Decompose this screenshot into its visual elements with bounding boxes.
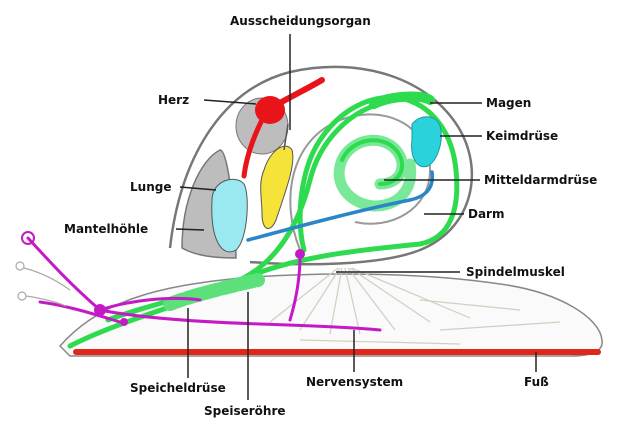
stomach	[374, 97, 430, 104]
aorta	[278, 80, 322, 104]
pedal-ganglion	[120, 318, 128, 326]
label-fuss: Fuß	[524, 375, 549, 389]
visceral-ganglion	[295, 249, 305, 259]
label-keimdruese: Keimdrüse	[486, 129, 558, 143]
tentacles	[16, 262, 70, 306]
gonad	[412, 117, 442, 167]
label-lunge: Lunge	[130, 180, 171, 194]
label-mantelhoehle: Mantelhöhle	[64, 222, 148, 236]
lung	[212, 179, 247, 252]
label-speiseroehre: Speiseröhre	[204, 404, 286, 418]
label-herz: Herz	[158, 93, 189, 107]
label-mitteldarmdruese: Mitteldarmdrüse	[484, 173, 597, 187]
label-magen: Magen	[486, 96, 531, 110]
label-speicheldruese: Speicheldrüse	[130, 381, 226, 395]
cerebral-ganglion	[94, 304, 106, 316]
label-spindelmuskel: Spindelmuskel	[466, 265, 565, 279]
excretory-organ	[261, 146, 293, 228]
label-nervensystem: Nervensystem	[306, 375, 403, 389]
label-ausscheidungsorgan: Ausscheidungsorgan	[230, 14, 371, 28]
label-darm: Darm	[468, 207, 504, 221]
